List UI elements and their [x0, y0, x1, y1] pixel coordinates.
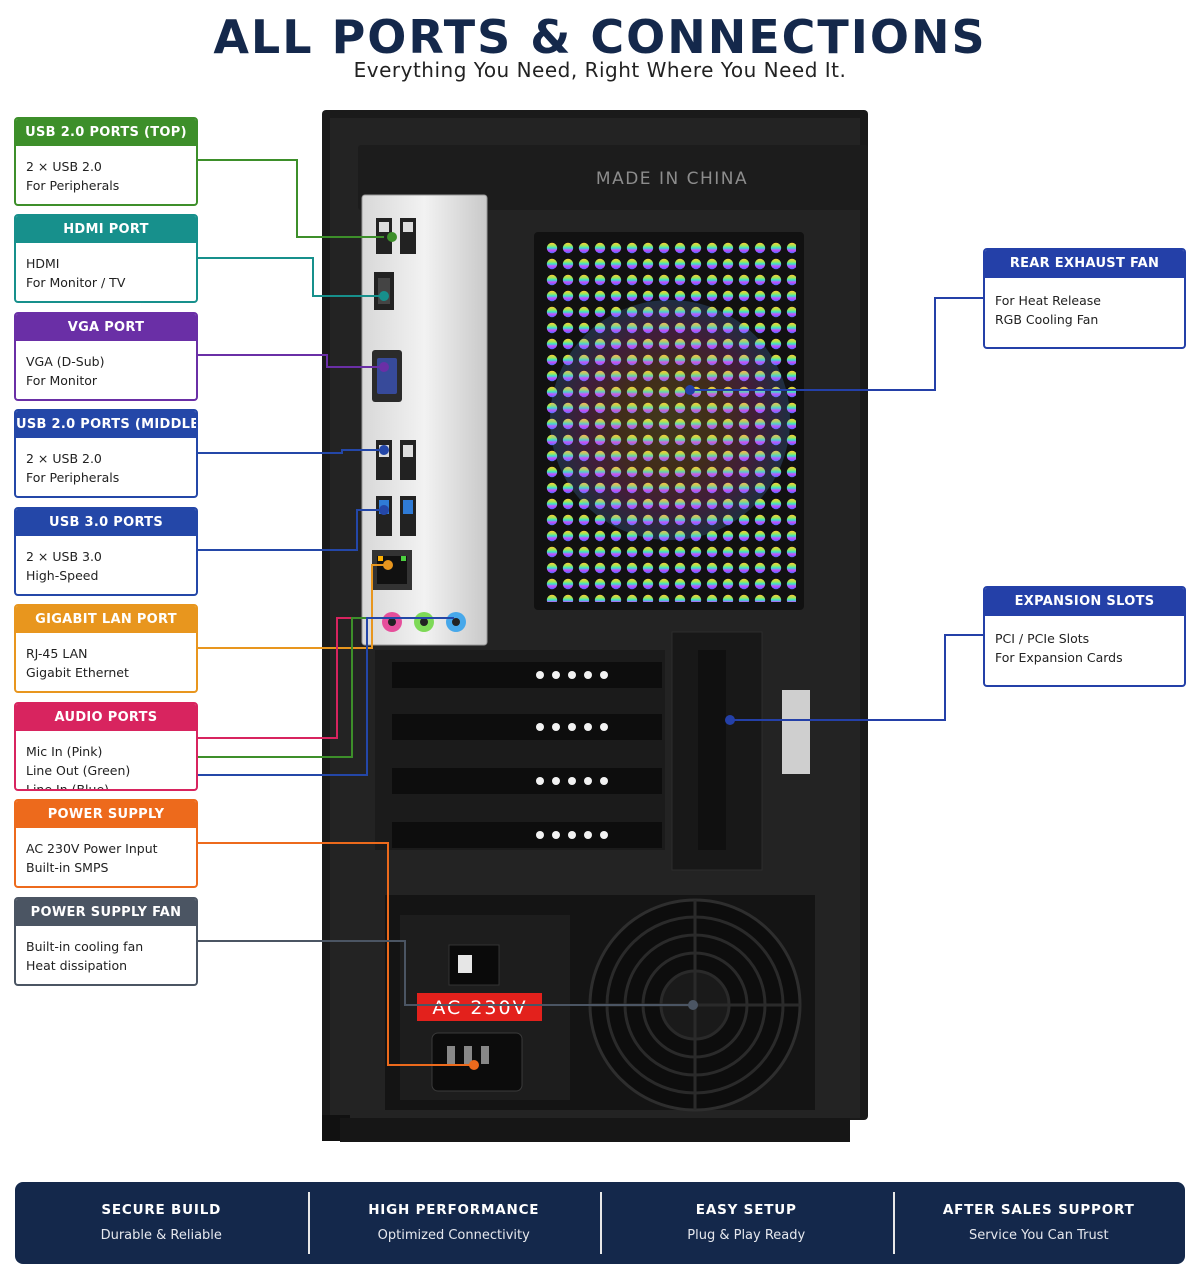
label-usb2-middle-title: USB 2.0 PORTS (MIDDLE) — [16, 411, 196, 438]
audio-jacks — [382, 612, 466, 632]
label-usb2-top-line2: For Peripherals — [26, 178, 120, 193]
label-lan-line1: RJ-45 LAN — [26, 646, 88, 661]
label-vga-title: VGA PORT — [16, 314, 196, 341]
lan-port — [372, 550, 412, 590]
feature-subtitle: Plug & Play Ready — [687, 1228, 806, 1243]
label-vga-line1: VGA (D-Sub) — [26, 354, 105, 369]
label-usb2-middle-line2: For Peripherals — [26, 470, 120, 485]
pc-case-illustration: MADE IN CHINA — [198, 110, 985, 1142]
label-expansion-slots-title: EXPANSION SLOTS — [985, 588, 1184, 616]
feature-subtitle: Service You Can Trust — [968, 1228, 1109, 1243]
label-rear-exhaust-fan-line2: RGB Cooling Fan — [995, 312, 1099, 327]
page-subtitle: Everything You Need, Right Where You Nee… — [353, 58, 847, 82]
label-power-supply-fan-title: POWER SUPPLY FAN — [16, 899, 196, 926]
label-usb3-title: USB 3.0 PORTS — [16, 509, 196, 536]
made-in-china-text: MADE IN CHINA — [596, 169, 748, 189]
label-expansion-slots-line1: PCI / PCIe Slots — [995, 631, 1090, 646]
feature-banner: SECURE BUILD Durable & Reliable HIGH PER… — [15, 1182, 1185, 1264]
label-audio-line2: Line Out (Green) — [26, 763, 131, 778]
label-usb3-line1: 2 × USB 3.0 — [26, 549, 102, 564]
feature-after-sales-support: AFTER SALES SUPPORT Service You Can Trus… — [892, 1182, 1186, 1264]
feature-secure-build: SECURE BUILD Durable & Reliable — [15, 1182, 308, 1264]
feature-title: EASY SETUP — [695, 1202, 797, 1218]
label-rear-exhaust-fan-line1: For Heat Release — [995, 293, 1101, 308]
label-power-supply-title: POWER SUPPLY — [16, 801, 196, 828]
label-hdmi: HDMI PORT HDMI For Monitor / TV — [14, 214, 198, 303]
label-audio-title: AUDIO PORTS — [16, 704, 196, 731]
feature-subtitle: Optimized Connectivity — [377, 1228, 530, 1243]
feature-title: AFTER SALES SUPPORT — [942, 1202, 1135, 1218]
label-hdmi-line1: HDMI — [26, 256, 60, 271]
connector-lines — [198, 159, 985, 1066]
label-power-supply-fan-line1: Built-in cooling fan — [26, 939, 144, 954]
label-rear-exhaust-fan-title: REAR EXHAUST FAN — [985, 250, 1184, 278]
expansion-slots — [375, 631, 810, 871]
vga-port — [372, 350, 402, 402]
feature-title: SECURE BUILD — [101, 1202, 222, 1218]
label-hdmi-title: HDMI PORT — [16, 216, 196, 243]
label-power-supply-line1: AC 230V Power Input — [26, 841, 158, 856]
label-audio: AUDIO PORTS Mic In (Pink) Line Out (Green… — [14, 702, 198, 791]
label-usb3-line2: High-Speed — [26, 568, 99, 583]
label-lan: GIGABIT LAN PORT RJ-45 LAN Gigabit Ethern… — [14, 604, 198, 693]
psu-voltage-label: AC 230V — [432, 997, 527, 1019]
label-lan-title: GIGABIT LAN PORT — [16, 606, 196, 633]
label-usb2-top-title: USB 2.0 PORTS (TOP) — [16, 119, 196, 146]
label-usb2-top-line1: 2 × USB 2.0 — [26, 159, 102, 174]
feature-high-performance: HIGH PERFORMANCE Optimized Connectivity — [307, 1182, 601, 1264]
label-usb2-middle-line1: 2 × USB 2.0 — [26, 451, 102, 466]
label-expansion-slots-line2: For Expansion Cards — [995, 650, 1123, 665]
connector-dots — [379, 232, 735, 1070]
rear-exhaust-fan — [534, 232, 804, 610]
label-audio-line1: Mic In (Pink) — [26, 744, 103, 759]
feature-title: HIGH PERFORMANCE — [368, 1202, 540, 1218]
label-power-supply-line2: Built-in SMPS — [26, 860, 109, 875]
feature-subtitle: Durable & Reliable — [100, 1228, 222, 1243]
label-vga-line2: For Monitor — [26, 373, 98, 388]
label-lan-line2: Gigabit Ethernet — [26, 665, 129, 680]
feature-easy-setup: EASY SETUP Plug & Play Ready — [600, 1182, 893, 1264]
label-audio-line3: Line In (Blue) — [26, 782, 110, 791]
label-vga: VGA PORT VGA (D-Sub) For Monitor — [14, 312, 198, 401]
label-hdmi-line2: For Monitor / TV — [26, 275, 126, 290]
label-power-supply-fan-line2: Heat dissipation — [26, 958, 128, 973]
page-title: ALL PORTS & CONNECTIONS — [213, 10, 987, 64]
